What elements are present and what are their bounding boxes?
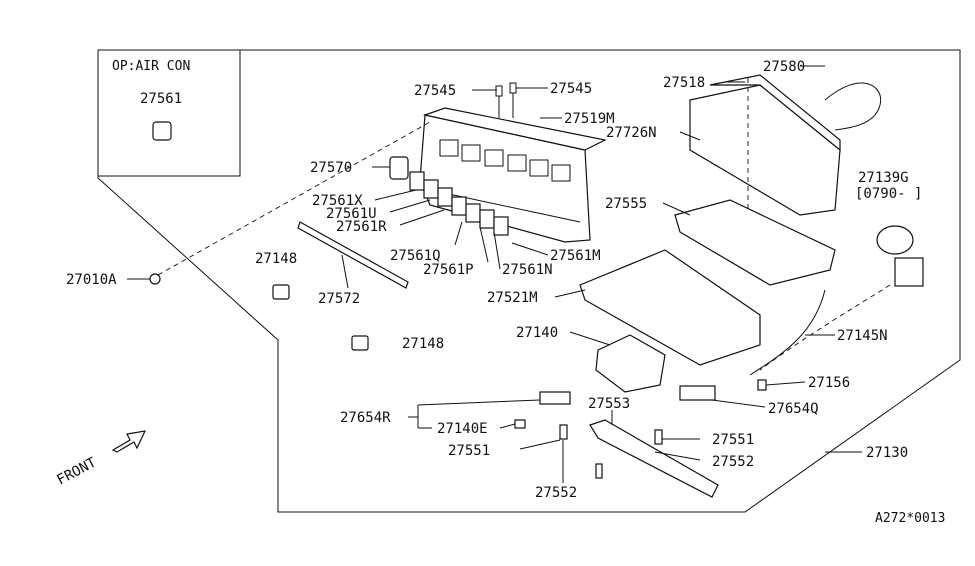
button-set <box>409 171 509 236</box>
assembly-frame <box>97 49 961 513</box>
inset-title: OP:AIR CON <box>112 59 190 74</box>
front-label: FRONT <box>54 454 99 488</box>
label-27555: 27555 <box>605 196 647 212</box>
cable-dash <box>759 284 891 371</box>
clip-27156 <box>757 379 767 391</box>
label-27552-right: 27552 <box>712 454 754 470</box>
label-27518: 27518 <box>663 75 705 91</box>
leader-lines <box>127 65 862 483</box>
link-27654R <box>539 391 571 405</box>
guide-left <box>157 121 431 276</box>
label-27561U: 27561U <box>326 206 377 222</box>
inset-knob-icon <box>152 121 172 141</box>
control-panel-part <box>419 107 607 243</box>
label-27654Q: 27654Q <box>768 401 819 417</box>
label-27139G: 27139G <box>858 170 909 186</box>
inset-part-number: 27561 <box>140 91 182 107</box>
label-27140: 27140 <box>516 325 558 341</box>
housing-27518 <box>689 74 841 216</box>
label-27545-a: 27545 <box>414 83 456 99</box>
inset-box <box>97 49 241 177</box>
label-27726N: 27726N <box>606 125 657 141</box>
label-27561M: 27561M <box>550 248 601 264</box>
screw-27010A <box>149 273 161 285</box>
bracket-27553 <box>589 419 719 498</box>
clip-27148-lower <box>351 335 369 351</box>
cable-27145N <box>749 289 826 376</box>
label-27572: 27572 <box>318 291 360 307</box>
label-27156: 27156 <box>808 375 850 391</box>
label-27130: 27130 <box>866 445 908 461</box>
label-27145N: 27145N <box>837 328 888 344</box>
link-27654Q <box>679 385 716 401</box>
clip-27140E <box>514 419 526 429</box>
label-27561Q: 27561Q <box>390 248 441 264</box>
label-27521M: 27521M <box>487 290 538 306</box>
lever-27140 <box>595 334 666 393</box>
knob-27570 <box>389 156 409 180</box>
front-arrow-icon <box>111 430 147 453</box>
label-27561P: 27561P <box>423 262 474 278</box>
label-27552-bottom: 27552 <box>535 485 577 501</box>
label-27553: 27553 <box>588 396 630 412</box>
label-27551-right: 27551 <box>712 432 754 448</box>
clip-27148-upper <box>272 284 290 300</box>
label-27654R: 27654R <box>340 410 391 426</box>
spring-27551-left <box>559 424 568 440</box>
label-27580: 27580 <box>763 59 805 75</box>
plate-27555 <box>674 199 836 286</box>
label-27545-b: 27545 <box>550 81 592 97</box>
spring-27551-right <box>654 429 663 445</box>
screw-27552 <box>595 463 603 479</box>
label-27140E: 27140E <box>437 421 488 437</box>
label-27139G-range: [0790- ] <box>855 186 922 202</box>
label-27570: 27570 <box>310 160 352 176</box>
strip-27572 <box>297 221 409 289</box>
label-27561R: 27561R <box>336 219 387 235</box>
label-27010A: 27010A <box>66 272 117 288</box>
reference-code: A272*0013 <box>875 511 945 526</box>
label-27519M: 27519M <box>564 111 615 127</box>
label-27148-lower: 27148 <box>402 336 444 352</box>
label-27551-left: 27551 <box>448 443 490 459</box>
label-27561X: 27561X <box>312 193 363 209</box>
switch-27139G <box>876 225 924 287</box>
harness-27580 <box>824 82 882 131</box>
base-27521M <box>579 249 761 366</box>
label-27148-upper: 27148 <box>255 251 297 267</box>
screw-27545 <box>495 82 517 118</box>
label-27561N: 27561N <box>502 262 553 278</box>
